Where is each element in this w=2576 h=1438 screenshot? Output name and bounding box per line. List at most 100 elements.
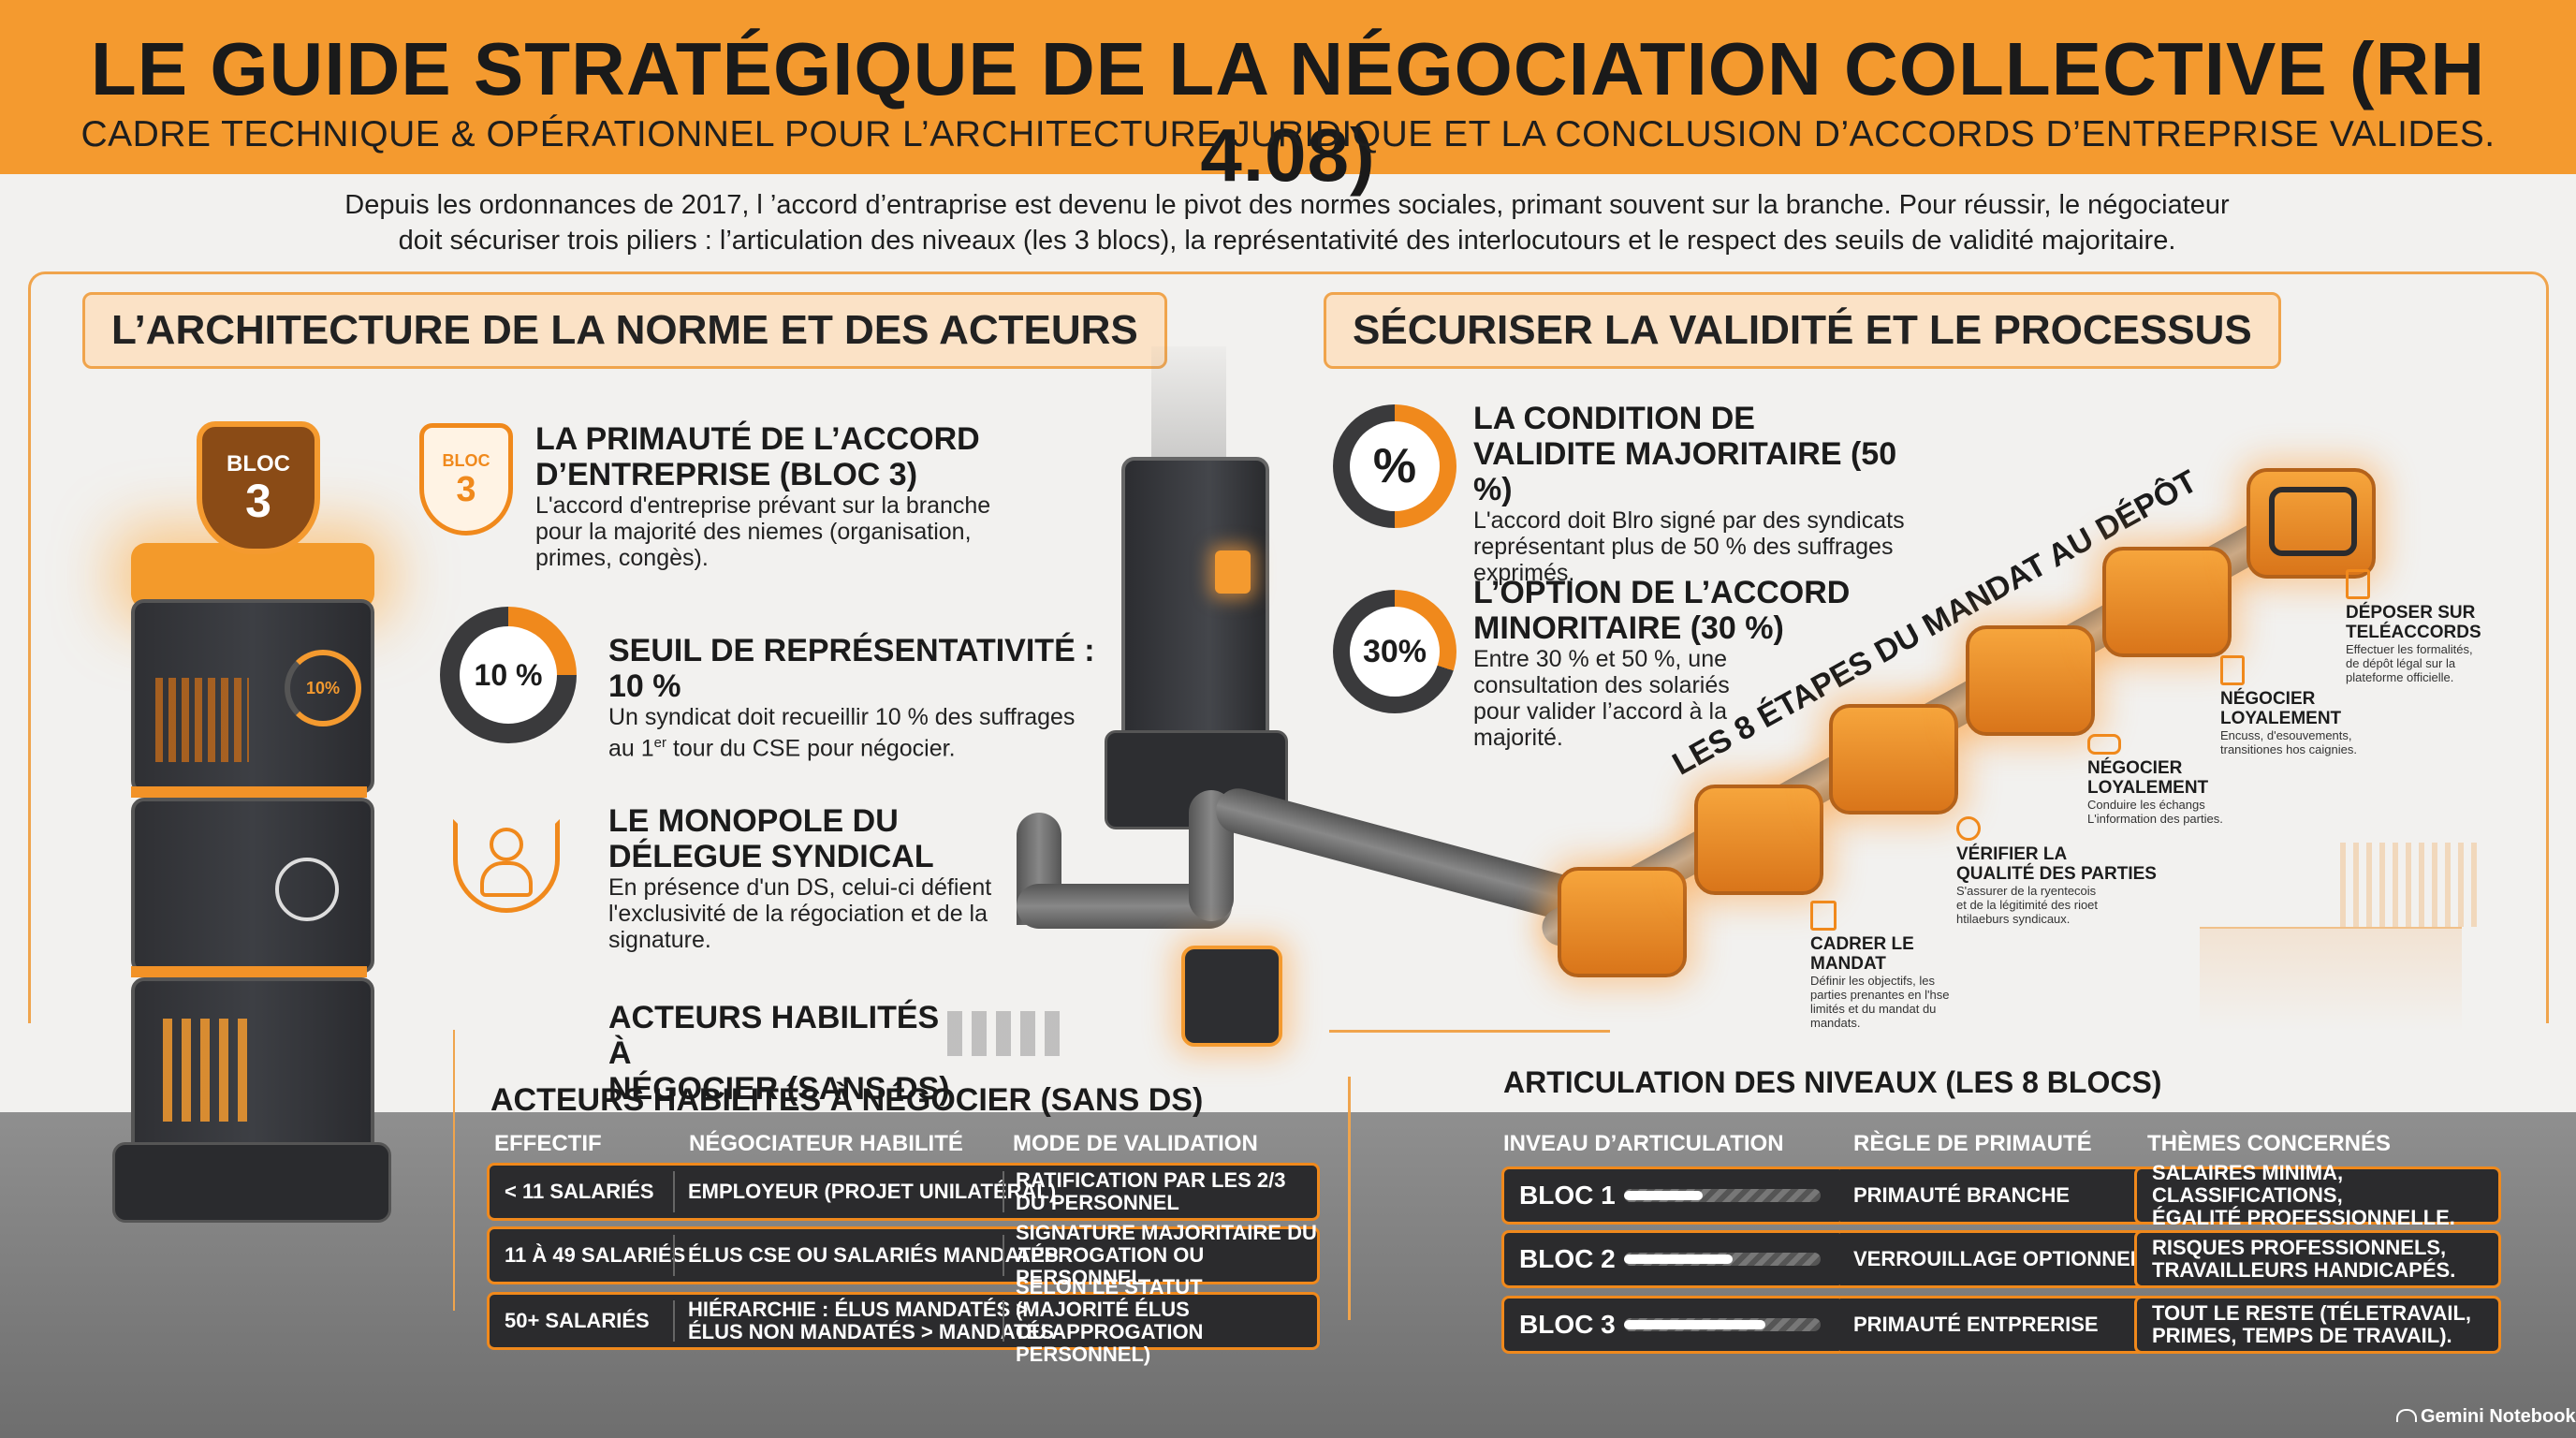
tower-block-mid [131,798,374,974]
item-text: majorité. [1473,725,1563,751]
tower-base [112,1142,391,1223]
level-row-regle: PRIMAUTÉ BRANCHE [1840,1167,2148,1225]
seuil-block: SEUIL DE REPRÉSENTATIVITÉ : 10 % Un synd… [608,633,1133,761]
level-regle: PRIMAUTÉ BRANCHE [1853,1183,2070,1207]
connector-line [453,1030,455,1311]
intro-line: Depuis les ordonnances de 2017, l ’accor… [344,190,2230,220]
stripes-decor [947,1011,1060,1056]
table-row: 11 À 49 SALARIÉS ÉLUS CSE OU SALARIÉS MA… [487,1222,1320,1289]
shield-number: 3 [245,475,271,527]
tower-block-top: 10% [131,599,374,794]
step-text: mandats. [1810,1016,1861,1030]
badge-number: 3 [456,469,476,509]
tower-bars-icon [155,678,249,762]
col-header: MODE DE VALIDATION [1013,1131,1258,1156]
handshake-icon [2087,734,2121,755]
page-title: LE GUIDE STRATÉGIQUE DE LA NÉGOCIATION C… [90,27,2486,197]
level-label: BLOC 1 [1519,1181,1616,1210]
magnifier-icon [1956,816,1981,841]
level-themes: TOUT LE RESTE (TÉLETRAVAIL,PRIMES, TEMPS… [2152,1299,2471,1351]
item-text: Entre 30 % et 50 %, une [1473,646,1728,672]
theme-line: ÉGALITÉ PROFESSIONNELLE. [2152,1206,2455,1229]
item-text: exprimés. [1473,560,1575,586]
level-row-bloc1: BLOC 1 [1501,1167,1846,1225]
option-minoritaire-block: L’OPTION DE L’ACCORD MINORITAIRE (30 %) … [1473,575,1866,751]
text-sup: er [653,735,667,751]
ring-10-icon: 10 % [440,607,577,743]
page-subtitle: CADRE TECHNIQUE & OPÉRATIONNEL POUR L’AR… [80,114,2496,154]
theme-line: TRAVAILLEURS HANDICAPÉS. [2152,1258,2456,1282]
level-label: BLOC 2 [1519,1244,1616,1273]
cell-negociateur: EMPLOYEUR (PROJET UNILATÉRAL) [688,1166,1056,1218]
tower-band [131,786,367,798]
level-themes: RISQUES PROFESSIONNELS,TRAVAILLEURS HAND… [2152,1233,2455,1285]
decor-bars [2340,843,2481,927]
cell-separator [673,1235,675,1276]
monopole-block: LE MONOPOLE DU DÉLEGUE SYNDICAL En prése… [608,803,1048,953]
item-text: En présence d'un DS, celui-ci défient [608,874,992,901]
item-text: L'accord d'entreprise prévant sur la bra… [535,492,991,519]
right-frame [1273,271,2549,1023]
actors-heading-line: NÉGOCIER (SANS DS) [608,1071,950,1107]
ring-label: % [1350,421,1440,511]
level-track [1624,1253,1821,1266]
col-header: INVEAU D’ARTICULATION [1503,1131,1784,1156]
laurel-person-icon [446,814,567,917]
step-text: Définir les objectifs, les [1810,974,1935,988]
step-text: S'assurer de la ryentecois [1956,884,2097,898]
cell-line: ÉLUS NON MANDATÉS > MANDATÉS [688,1320,1054,1343]
theme-line: PRIMES, TEMPS DE TRAVAIL). [2152,1324,2452,1347]
item-text: primes, congès). [535,545,709,571]
pipe-node [1181,946,1282,1047]
level-regle: VERROUILLAGE OPTIONNEL [1853,1247,2144,1270]
cell-line: HIÉRARCHIE : ÉLUS MANDATÉS > [688,1298,1029,1321]
left-frame [28,271,1285,1023]
level-fill [1624,1255,1733,1264]
step-text: L'information des parties. [2087,812,2223,826]
actors-heading: ACTEURS HABILITÉS À NÉGOCIER (SANS DS) [608,1000,964,1107]
step-text: transitiones hos caignies. [2220,742,2357,756]
level-row-regle: VERROUILLAGE OPTIONNEL [1840,1230,2148,1288]
badge-label: BLOC [442,450,490,470]
level-row-themes: TOUT LE RESTE (TÉLETRAVAIL,PRIMES, TEMPS… [2134,1296,2501,1354]
item-title: L’OPTION DE L’ACCORD [1473,575,1851,610]
bloc3-badge-icon: BLOC 3 [419,423,513,536]
theme-line: RISQUES PROFESSIONNELS, [2152,1236,2447,1259]
step-label: MANDAT [1810,954,1886,974]
level-fill [1624,1320,1766,1329]
pillar-screen-icon [1215,550,1251,594]
theme-line: SALAIRES MINIMA, CLASSIFICATIONS, [2152,1161,2344,1207]
cell-line: SIGNATURE MAJORITAIRE DU [1016,1221,1317,1244]
level-label: BLOC 3 [1519,1310,1616,1339]
text-part: tour du CSE pour négocier. [666,735,956,762]
item-title: LE MONOPOLE DU [608,803,899,839]
cell-line: SELON LE STATUT (MAJORITÉ ÉLUS [1016,1275,1203,1321]
cell-separator [1003,1300,1004,1342]
level-track [1624,1189,1821,1202]
tower-block-bottom [131,977,374,1163]
norm-tower: BLOC 3 10% [112,403,393,1226]
step-label: LOYALEMENT [2087,778,2209,798]
actors-table-title: ACTEURS HABILITÉS À NÉGOCIER (SANS DS) [490,1082,1204,1118]
cell-line: ÉLUS CSE OU SALARIÉS MANDATÉS [688,1243,1059,1267]
step-verifier: VÉRIFIER LA QUALITÉ DES PARTIES S'assure… [1956,816,2172,926]
step-cadrer: CADRER LE MANDAT Définir les objectifs, … [1810,901,1979,1030]
primaute-block: LA PRIMAUTÉ DE L’ACCORD D’ENTREPRISE (BL… [535,421,1003,571]
cell-effectif: < 11 SALARIÉS [505,1180,654,1203]
step-negocier-2: NÉGOCIER LOYALEMENT Encuss, d'esouvement… [2220,655,2389,756]
tower-gauge-icon: 10% [285,650,361,726]
level-row-themes: RISQUES PROFESSIONNELS,TRAVAILLEURS HAND… [2134,1230,2501,1288]
step-text: Conduire les échangs [2087,798,2205,812]
item-text: Un syndicat doit recueillir 10 % des suf… [608,704,1076,730]
step-label: NÉGOCIER [2087,758,2183,778]
tower-laurel-icon [275,858,339,921]
cell-separator [1003,1171,1004,1212]
step-negocier-1: NÉGOCIER LOYALEMENT Conduire les échangs… [2087,734,2265,826]
cell-line: RATIFICATION PAR LES 2/3 [1016,1168,1286,1192]
level-row-regle: PRIMAUTÉ ENTPRERISE [1840,1296,2148,1354]
item-title: LA CONDITION DE [1473,401,1755,436]
step-text: de dépôt légal sur la [2346,656,2456,670]
table-row: 50+ SALARIÉS HIÉRARCHIE : ÉLUS MANDATÉS … [487,1276,1320,1366]
